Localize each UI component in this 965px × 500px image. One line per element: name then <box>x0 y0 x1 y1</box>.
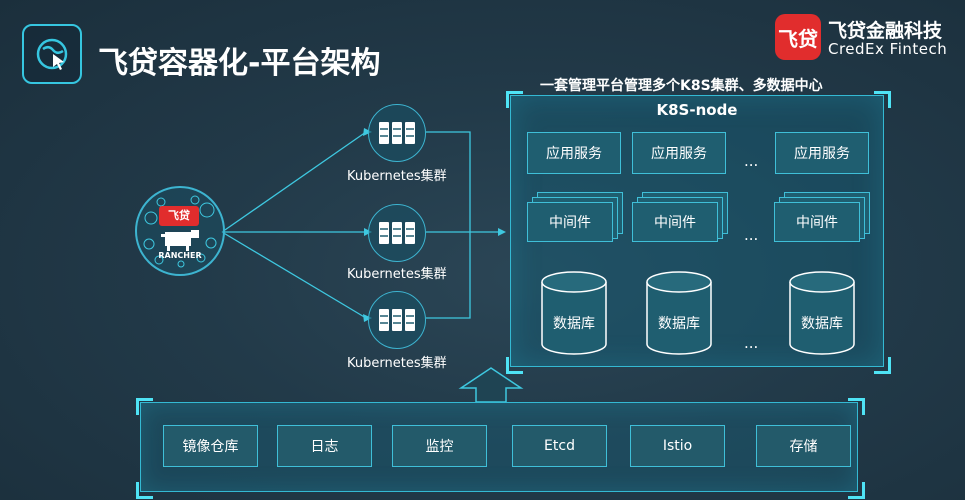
database-cylinder-icon <box>789 271 855 355</box>
brand-name: 飞贷金融科技 <box>828 20 943 42</box>
rancher-node: 飞贷 RANCHER <box>135 186 225 276</box>
header-logo-icon <box>22 24 82 84</box>
cluster-label: Kubernetes集群 <box>347 169 447 184</box>
cluster-label: Kubernetes集群 <box>347 356 447 371</box>
database-cylinder-icon <box>541 271 607 355</box>
brand-name-en: CredEx Fintech <box>828 40 948 58</box>
middleware-box: 中间件 <box>632 202 718 242</box>
ellipsis: ... <box>744 334 759 352</box>
rancher-brand-logo: 飞贷 <box>159 206 199 226</box>
app-service-box: 应用服务 <box>527 132 621 174</box>
frame-corner <box>874 91 891 108</box>
page-title: 飞贷容器化-平台架构 <box>98 46 381 81</box>
frame-corner <box>136 398 153 415</box>
middleware-box: 中间件 <box>527 202 613 242</box>
frame-corner <box>848 482 865 499</box>
bubble-pattern-icon <box>143 195 217 268</box>
app-service-box: 应用服务 <box>775 132 869 174</box>
rancher-label: RANCHER <box>158 251 202 260</box>
base-services-panel <box>140 402 858 492</box>
cluster-server-icon <box>368 291 426 349</box>
base-service-etcd: Etcd <box>512 425 607 467</box>
ellipsis: ... <box>744 152 759 170</box>
cluster-server-icon <box>368 204 426 262</box>
rancher-cow-icon <box>161 230 199 251</box>
database-label: 数据库 <box>553 316 595 332</box>
base-service-storage: 存储 <box>756 425 851 467</box>
middleware-box: 中间件 <box>774 202 860 242</box>
frame-corner <box>506 357 523 374</box>
k8s-node-title: K8S-node <box>656 101 738 119</box>
cluster-server-icon <box>368 104 426 162</box>
database-cylinder-icon <box>646 271 712 355</box>
cluster-label: Kubernetes集群 <box>347 267 447 282</box>
base-service-logging: 日志 <box>277 425 372 467</box>
k8s-subtitle: 一套管理平台管理多个K8S集群、多数据中心 <box>540 78 823 94</box>
app-service-box: 应用服务 <box>632 132 726 174</box>
base-service-istio: Istio <box>630 425 725 467</box>
database-label: 数据库 <box>658 316 700 332</box>
frame-corner <box>136 482 153 499</box>
base-service-monitoring: 监控 <box>392 425 487 467</box>
frame-corner <box>506 91 523 108</box>
frame-corner <box>874 357 891 374</box>
brand-logo: 飞贷 <box>775 14 821 60</box>
base-service-registry: 镜像仓库 <box>163 425 258 467</box>
frame-corner <box>848 398 865 415</box>
database-label: 数据库 <box>801 316 843 332</box>
ellipsis: ... <box>744 226 759 244</box>
